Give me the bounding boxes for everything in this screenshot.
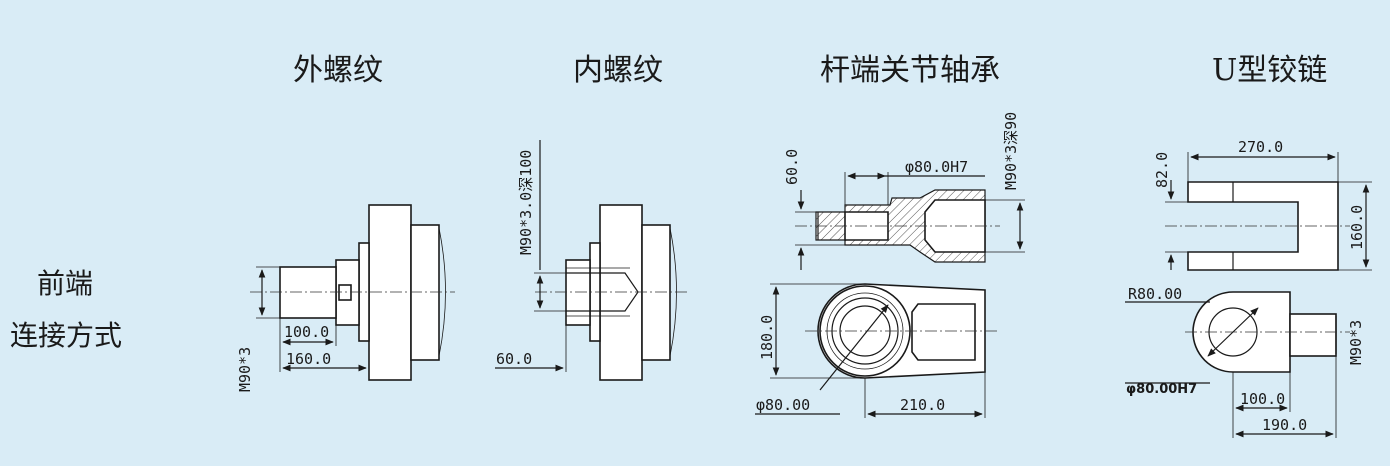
u-dim-slot: 82.0 bbox=[1153, 152, 1171, 188]
rod-end-front-view bbox=[755, 283, 1000, 418]
u-hinge-top-view bbox=[1165, 152, 1372, 271]
rod-dim-height: 60.0 bbox=[783, 149, 801, 185]
side-label-line2: 连接方式 bbox=[10, 319, 122, 352]
u-dim-radius: R80.00 bbox=[1128, 285, 1182, 303]
title-external-thread: 外螺纹 bbox=[293, 53, 383, 88]
title-rod-end-bearing: 杆端关节轴承 bbox=[820, 53, 1000, 88]
external-thread-drawing bbox=[250, 204, 455, 381]
u-hinge-front-view bbox=[1125, 291, 1350, 438]
u-dim-bore: φ80.00H7 bbox=[1126, 382, 1197, 397]
u-dim-width: 270.0 bbox=[1238, 138, 1283, 156]
rod-dim-length: 210.0 bbox=[900, 396, 945, 414]
u-dim-length-short: 100.0 bbox=[1240, 390, 1285, 408]
title-internal-thread: 内螺纹 bbox=[573, 53, 663, 88]
internal-thread-drawing bbox=[495, 140, 690, 381]
rod-dim-bore-top: φ80.0H7 bbox=[905, 158, 968, 176]
rod-dim-thread: M90*3深90 bbox=[1002, 112, 1020, 190]
rod-dim-bore: φ80.00 bbox=[756, 396, 810, 414]
int-dim-length: 60.0 bbox=[496, 350, 532, 368]
u-dim-thread: M90*3 bbox=[1347, 320, 1365, 365]
ext-dim-thread: M90*3 bbox=[236, 347, 254, 392]
side-label-line1: 前端 bbox=[37, 267, 93, 300]
title-u-hinge: U型铰链 bbox=[1212, 53, 1327, 88]
u-dim-length-long: 190.0 bbox=[1262, 416, 1307, 434]
ext-dim-length-long: 160.0 bbox=[286, 350, 331, 368]
rod-end-top-view bbox=[795, 172, 1025, 270]
u-dim-height: 160.0 bbox=[1348, 205, 1366, 250]
int-dim-thread-depth: M90*3.0深100 bbox=[517, 150, 535, 255]
rod-dim-width: 180.0 bbox=[758, 315, 776, 360]
ext-dim-length-short: 100.0 bbox=[284, 323, 329, 341]
